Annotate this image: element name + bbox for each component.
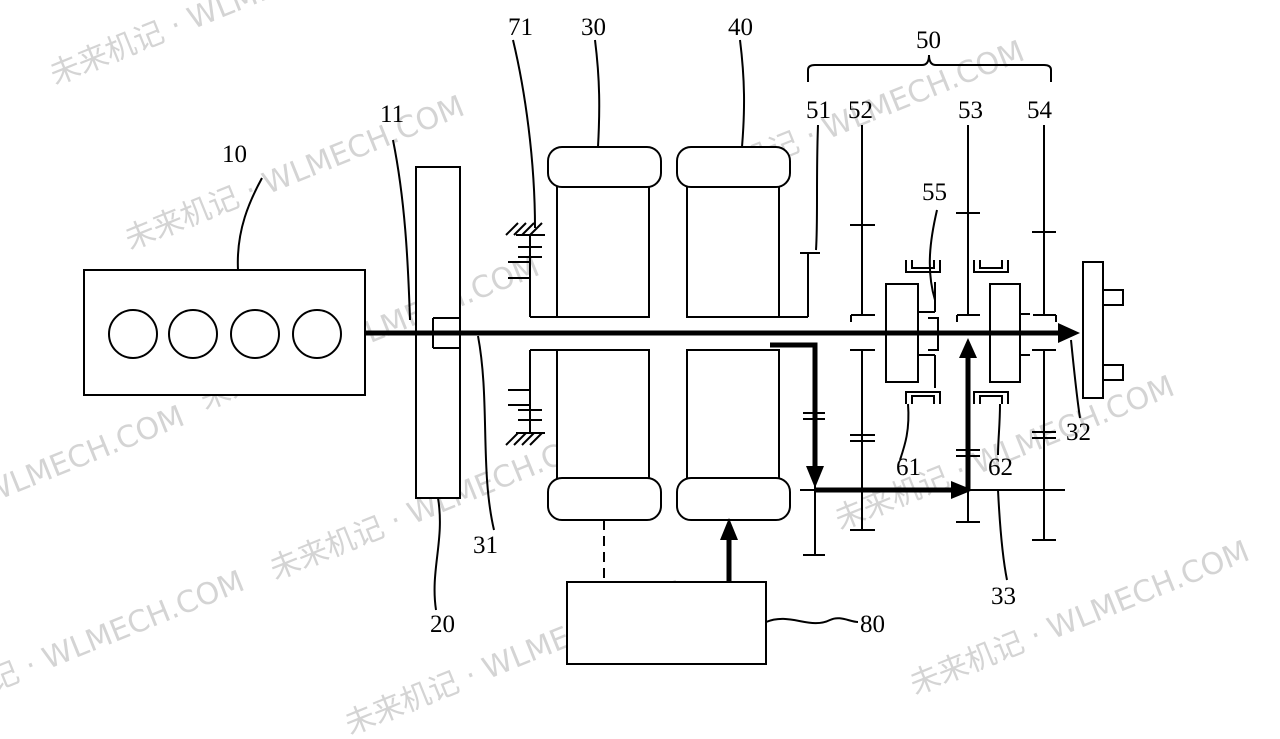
shaft31-label: 31 bbox=[473, 532, 498, 559]
brake: 71 bbox=[505, 14, 545, 446]
gear54-label: 54 bbox=[1027, 97, 1053, 124]
watermark: 未来机记 · WLMECH.COM bbox=[905, 534, 1254, 702]
output-arrowhead bbox=[1058, 323, 1080, 343]
gear-train: 61 62 32 33 bbox=[800, 125, 1124, 610]
watermark: 未来机记 · WLMECH.COM bbox=[45, 0, 394, 92]
up-arrowhead bbox=[959, 338, 977, 358]
gear-leaders bbox=[815, 124, 938, 301]
sync61-label: 61 bbox=[896, 454, 921, 481]
gear55-label: 55 bbox=[922, 179, 947, 206]
gearset-brace: 50 bbox=[807, 27, 1052, 82]
controller-arrowhead bbox=[720, 518, 738, 540]
watermark: 未来机记 · WLMECH.COM bbox=[0, 564, 249, 732]
controller: 80 bbox=[566, 581, 885, 665]
gear53-label: 53 bbox=[958, 97, 983, 124]
gear52-label: 52 bbox=[848, 97, 873, 124]
engine-label: 10 bbox=[222, 141, 247, 168]
generator: 30 bbox=[530, 14, 662, 582]
shaft11-label: 11 bbox=[380, 101, 404, 128]
damper-label: 20 bbox=[430, 611, 455, 638]
gear51-label: 51 bbox=[806, 97, 831, 124]
damper: 20 11 31 bbox=[380, 101, 498, 638]
shaft33-label: 33 bbox=[991, 583, 1016, 610]
shaft32-label: 32 bbox=[1066, 419, 1091, 446]
down-arrowhead bbox=[806, 466, 824, 488]
sync62-label: 62 bbox=[988, 454, 1013, 481]
right-arrowhead bbox=[951, 481, 973, 499]
motor-label: 40 bbox=[728, 14, 753, 41]
power-flow bbox=[365, 323, 1080, 582]
controller-label: 80 bbox=[860, 611, 885, 638]
watermark: 未来机记 · WLMECH.COM bbox=[0, 399, 189, 567]
motor: 40 bbox=[676, 14, 820, 521]
brake-label: 71 bbox=[508, 14, 533, 41]
engine: 10 bbox=[83, 141, 366, 396]
gearset-label: 50 bbox=[916, 27, 941, 54]
generator-label: 30 bbox=[581, 14, 606, 41]
